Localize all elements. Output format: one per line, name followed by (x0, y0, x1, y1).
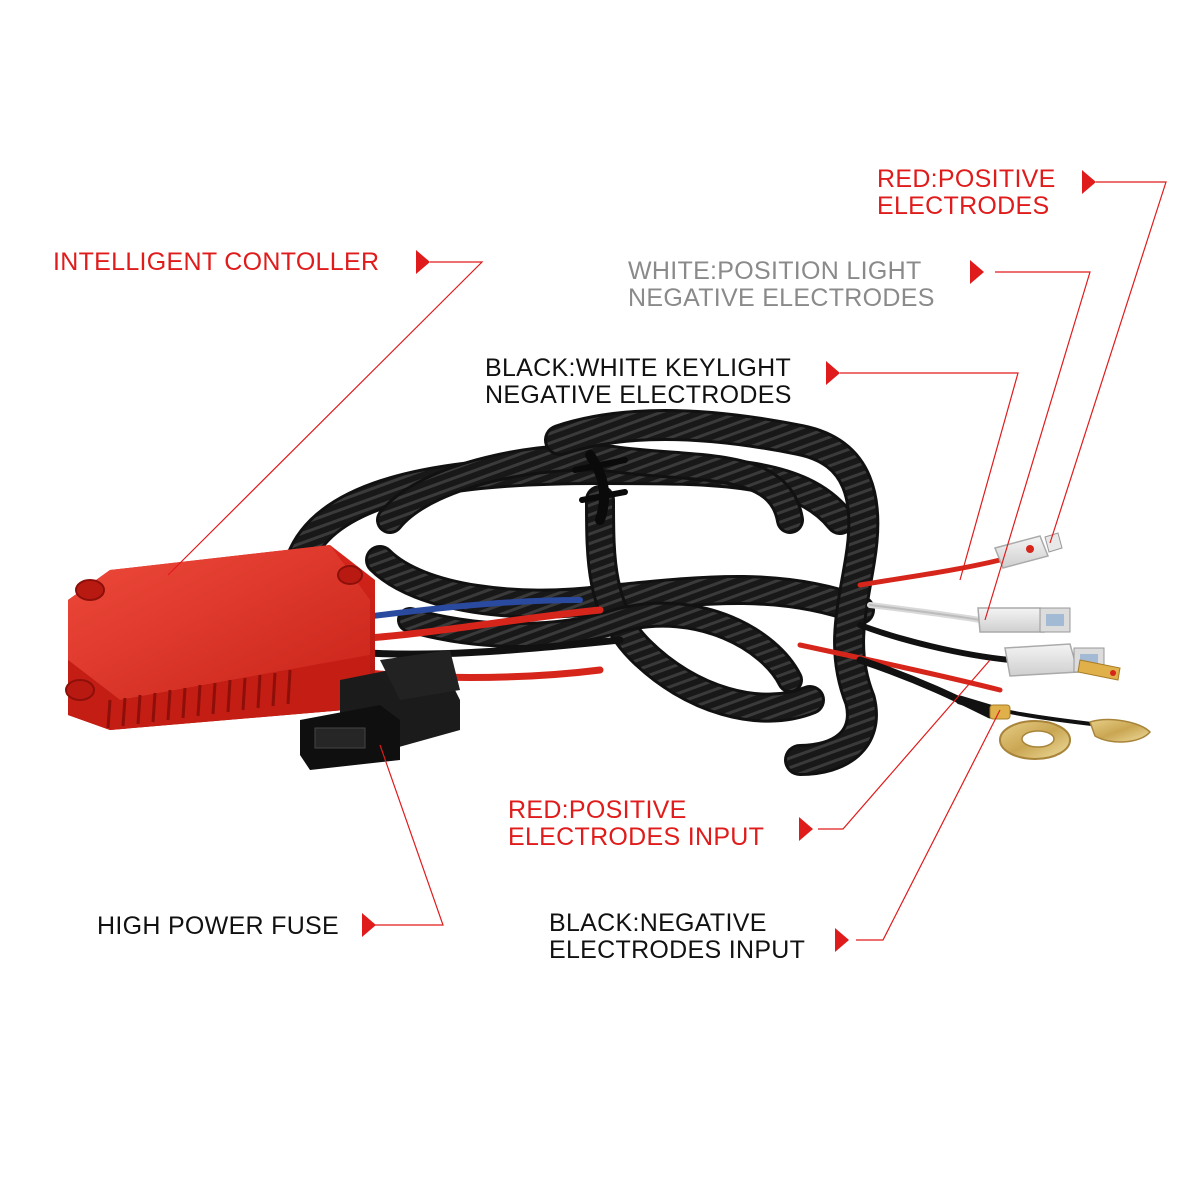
arrow-intelligent-controller-icon (416, 250, 430, 274)
white-spade-terminal (977, 607, 1071, 633)
arrow-black-negative-input-icon (835, 928, 849, 952)
arrow-red-positive-input-icon (799, 817, 813, 841)
label-intelligent-controller: INTELLIGENT CONTOLLER (53, 249, 379, 276)
arrow-red-positive-icon (1082, 170, 1096, 194)
label-white-position-line1: WHITE:POSITION LIGHT (628, 257, 922, 285)
label-red-positive-line1: RED:POSITIVE (877, 165, 1056, 193)
black-spade-terminal (1004, 643, 1105, 677)
label-white-position-line2: NEGATIVE ELECTRODES (628, 284, 935, 312)
label-red-positive-input-line1: RED:POSITIVE (508, 796, 687, 824)
label-red-positive-input-line2: ELECTRODES INPUT (508, 823, 765, 851)
coiled-wiring-harness (285, 409, 880, 776)
ring-terminal (955, 695, 1152, 760)
label-intelligent-controller-line1: INTELLIGENT CONTOLLER (53, 248, 380, 276)
arrow-black-white-keylight-icon (826, 361, 840, 385)
label-white-position-light: WHITE:POSITION LIGHT NEGATIVE ELECTRODES (628, 258, 935, 312)
label-black-negative-input: BLACK:NEGATIVE ELECTRODES INPUT (549, 910, 805, 964)
arrow-white-position-icon (970, 260, 984, 284)
arrow-markers (362, 170, 1096, 952)
label-red-positive-electrodes: RED:POSITIVE ELECTRODES (877, 166, 1056, 220)
arrow-high-power-fuse-icon (362, 913, 376, 937)
label-black-negative-input-line2: ELECTRODES INPUT (549, 936, 806, 964)
label-black-white-keylight: BLACK:WHITE KEYLIGHT NEGATIVE ELECTRODES (485, 355, 792, 409)
red-positive-spade-terminal (993, 532, 1063, 569)
label-high-power-fuse-line1: HIGH POWER FUSE (97, 912, 340, 940)
label-high-power-fuse: HIGH POWER FUSE (97, 913, 339, 940)
label-red-positive-input: RED:POSITIVE ELECTRODES INPUT (508, 797, 764, 851)
label-red-positive-line2: ELECTRODES (877, 192, 1050, 220)
red-bullet-terminal (1077, 659, 1121, 681)
label-black-negative-input-line1: BLACK:NEGATIVE (549, 909, 767, 937)
label-black-white-keylight-line2: NEGATIVE ELECTRODES (485, 381, 792, 409)
intelligent-controller-box (65, 545, 375, 730)
high-power-fuse-holder (300, 650, 460, 770)
leader-lines (167, 181, 1167, 941)
label-black-white-keylight-line1: BLACK:WHITE KEYLIGHT (485, 354, 792, 382)
